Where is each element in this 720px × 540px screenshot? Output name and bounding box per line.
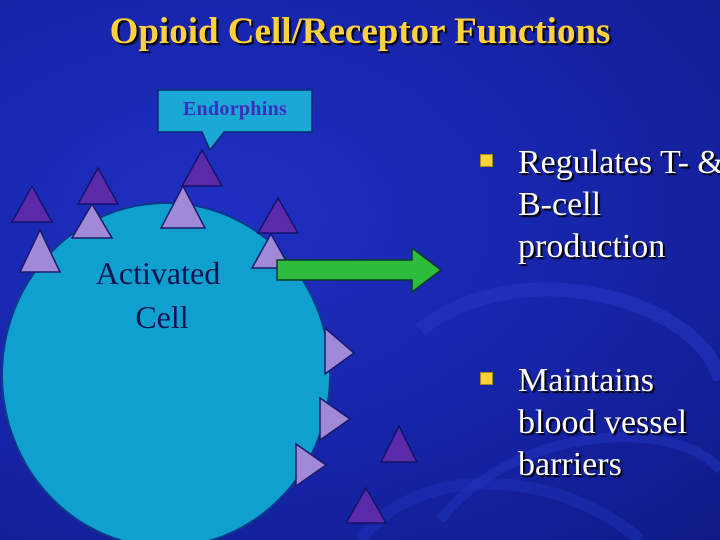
- receptor: [295, 442, 328, 488]
- square-bullet-icon: [480, 154, 493, 167]
- cell-label-line-1: Activated: [96, 255, 220, 291]
- receptor: [324, 326, 356, 376]
- endorphin-molecule: [379, 424, 419, 463]
- receptor: [319, 396, 352, 442]
- endorphin-molecule: [180, 148, 224, 187]
- receptor: [159, 184, 207, 229]
- receptor: [18, 228, 62, 273]
- cell-label: Activated Cell: [96, 255, 228, 335]
- endorphin-molecule: [76, 166, 120, 205]
- endorphin-molecule: [10, 184, 54, 223]
- slide-title: Opioid Cell/Receptor Functions: [109, 11, 611, 52]
- green-arrow: [276, 246, 443, 294]
- endorphins-callout: [157, 89, 313, 152]
- receptor-group: [18, 184, 356, 488]
- receptor: [70, 202, 114, 239]
- activated-cell: [1, 202, 331, 540]
- bullet-text: Maintains blood vessel barriers: [518, 362, 688, 483]
- endorphin-molecule: [256, 196, 300, 234]
- bullet-list-bottom: Maintains blood vessel barriers: [478, 360, 720, 486]
- square-bullet-icon: [480, 372, 493, 385]
- endorphins-label: Endorphins: [182, 98, 288, 120]
- bullet-item: Maintains blood vessel barriers: [478, 360, 720, 486]
- bullet-text: Regulates T- & B-cell production: [518, 144, 720, 265]
- bullet-list-top: Regulates T- & B-cell production: [478, 142, 720, 268]
- endorphin-molecule: [344, 486, 388, 524]
- endorphin-group: [10, 148, 419, 524]
- cell-label-line-2: Cell: [135, 299, 188, 335]
- bullet-item: Regulates T- & B-cell production: [478, 142, 720, 268]
